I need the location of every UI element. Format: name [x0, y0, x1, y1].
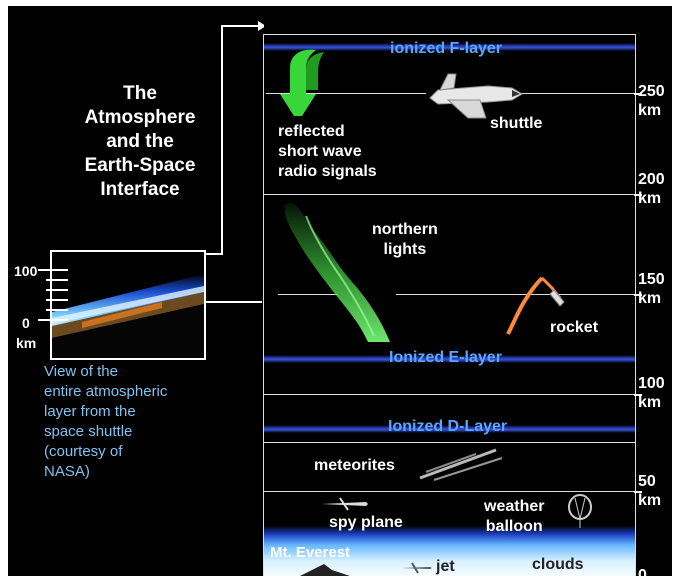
shuttle-label: shuttle: [490, 115, 543, 132]
section-troposphere: [263, 491, 636, 576]
connector-bracket: [204, 21, 264, 303]
alt-200: 200 km: [638, 170, 665, 208]
f-layer-label: ionized F-layer: [390, 40, 503, 57]
clouds-label: clouds: [532, 556, 584, 573]
spy-plane-icon: [322, 497, 368, 511]
aurora-image: [284, 202, 390, 342]
alt-50: 50 km: [638, 472, 661, 510]
alt-0: 0: [638, 566, 647, 576]
weather-balloon-label: weather balloon: [484, 498, 545, 535]
alt-100-unit: km: [638, 394, 662, 411]
thumb-tick-100: 100: [14, 263, 38, 279]
alt-150-value: 150: [638, 271, 665, 288]
thumb-unit: km: [16, 335, 37, 351]
space-shuttle-icon: [429, 73, 523, 119]
alt-100: 100 km: [638, 374, 665, 412]
alt-tick-150: [634, 294, 642, 296]
line-150-right: [396, 294, 634, 295]
radio-signals-label: reflected short wave radio signals: [278, 123, 377, 180]
diagram-title: The Atmosphere and the Earth-Space Inter…: [84, 83, 196, 200]
rocket-icon: [506, 276, 565, 335]
alt-tick-200: [634, 194, 642, 196]
jet-icon: [402, 562, 432, 574]
meteorites-label: meteorites: [314, 457, 395, 474]
d-layer-label: Ionized D-Layer: [388, 418, 508, 435]
d-layer-band: [264, 425, 635, 433]
line-250: [266, 93, 426, 94]
northern-lights-label: northern lights: [372, 221, 438, 258]
alt-250-unit: km: [638, 102, 662, 119]
alt-100-value: 100: [638, 375, 665, 392]
alt-0-value: 0: [638, 567, 647, 576]
alt-250-value: 250: [638, 83, 665, 100]
radio-reflection-arrow-icon: [280, 49, 324, 116]
shuttle-view-photo: [50, 250, 206, 360]
everest-label: Mt. Everest: [270, 544, 351, 561]
alt-200-unit: km: [638, 190, 662, 207]
meteorites-icon: [419, 448, 503, 481]
jet-label: jet: [436, 558, 455, 575]
alt-200-value: 200: [638, 171, 665, 188]
weather-balloon-icon: [568, 494, 592, 528]
e-layer-label: Ionized E-layer: [389, 349, 502, 366]
line-150-left: [278, 294, 338, 295]
e-layer-band: [264, 355, 635, 363]
photo-caption: View of the entire atmospheric layer fro…: [44, 363, 168, 480]
alt-250: 250 km: [638, 82, 665, 120]
alt-tick-50: [634, 491, 642, 493]
alt-50-unit: km: [638, 492, 662, 509]
thumb-tick-0: 0: [22, 315, 30, 331]
alt-50-value: 50: [638, 473, 656, 490]
earth-limb-image: [52, 252, 204, 358]
alt-150: 150 km: [638, 270, 665, 308]
f-layer-band: [264, 43, 635, 51]
line-250-right: [516, 93, 634, 94]
alt-150-unit: km: [638, 290, 662, 307]
alt-tick-250: [634, 93, 642, 95]
spy-plane-label: spy plane: [329, 514, 403, 531]
rocket-label: rocket: [550, 319, 599, 336]
thumb-axis-ticks: [38, 269, 68, 321]
mountain-icon: [300, 564, 350, 576]
diagram-canvas: The Atmosphere and the Earth-Space Inter…: [8, 6, 672, 576]
alt-tick-100: [634, 394, 642, 396]
